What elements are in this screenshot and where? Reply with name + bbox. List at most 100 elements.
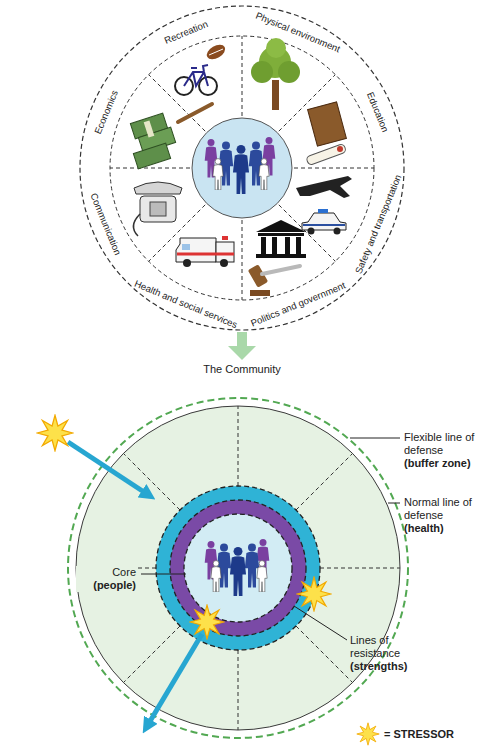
callout-emphasis: (strengths) (350, 660, 432, 673)
ambulance-icon-part (177, 253, 234, 256)
ambulance-icon-part (220, 259, 228, 267)
government-icons-part (261, 237, 266, 254)
ambulance-icon-part (182, 244, 190, 250)
community-model-part (184, 514, 292, 622)
callout-text: Core (76, 566, 138, 579)
people-figures (205, 137, 276, 194)
stressor-swatch-part (357, 723, 379, 745)
recreation-icons (175, 42, 228, 122)
community-model-part-part (238, 406, 239, 486)
subsystem-wheel-part (110, 36, 374, 300)
stressor-arrows (68, 442, 202, 728)
government-icons-part (248, 264, 268, 287)
subsystem-wheel (80, 6, 404, 330)
telephone-icon-part (140, 196, 176, 222)
education-icons-part (306, 143, 347, 165)
community-model (37, 398, 408, 738)
subsystem-wheel-part (192, 118, 292, 218)
transportation-icons-part (318, 209, 328, 213)
subsystem-label: Safety and transportation (352, 173, 403, 275)
government-icons-part (256, 220, 306, 232)
core-people-part (211, 561, 221, 592)
government-icons-part (272, 237, 277, 254)
subsystem-wheel-part (80, 6, 404, 330)
stressor-arrows-part (146, 634, 202, 728)
transition-arrow (228, 332, 256, 360)
leader-lines-part (388, 503, 400, 504)
callout-text: Flexible line of defense (404, 431, 482, 457)
government-icons-part (256, 254, 306, 258)
core-people-part (230, 547, 246, 596)
stressor-arrows-part (68, 442, 150, 496)
transportation-icons-part (308, 228, 315, 235)
people-figures-part (213, 159, 223, 190)
subsystem-label: Communication (88, 192, 123, 257)
transportation-icons-part (302, 213, 346, 230)
community-model-part (76, 406, 400, 730)
callout-text: Lines of resistance (350, 634, 432, 660)
core-people (205, 539, 270, 596)
leader-lines (141, 438, 400, 640)
recreation-icons-part (204, 42, 227, 62)
core-people-part (245, 543, 259, 587)
recreation-icons-part (178, 104, 212, 122)
subsystem-label: Education (365, 90, 391, 133)
government-icons-part (250, 290, 270, 296)
telephone-icon-part (134, 182, 182, 194)
subsystem-label: Recreation (162, 18, 209, 46)
community-model-part (76, 406, 400, 730)
stressor-swatch (356, 722, 380, 746)
community-model-part (170, 500, 306, 636)
stressor-star (297, 577, 331, 611)
ambulance-icon-part (176, 238, 216, 262)
people-figures-part (233, 145, 249, 194)
telephone-icon-part (150, 202, 166, 216)
money-icon-part (133, 143, 170, 169)
tree-icon-part (251, 61, 273, 83)
transition-arrow-part (237, 332, 247, 348)
community-model-part (68, 398, 408, 738)
section-heading: The Community (0, 363, 484, 376)
subsystem-wheel-part-part (294, 168, 374, 169)
callout-emphasis: (buffer zone) (404, 457, 482, 470)
community-model-part-part (296, 454, 353, 511)
community-model-part-part (238, 650, 239, 730)
subsystem-wheel-part-part (110, 168, 190, 169)
money-icon (130, 113, 175, 169)
leader-lines-part (350, 438, 400, 439)
government-icons-part (296, 237, 301, 254)
telephone-icon (133, 182, 182, 236)
transportation-icons-part (296, 176, 352, 198)
callout-emphasis: (health) (404, 522, 482, 535)
subsystem-label: Physical environment (254, 10, 342, 55)
government-icons-part (258, 233, 304, 236)
community-model-part (156, 486, 320, 650)
tree-icon-part (278, 61, 300, 83)
government-icons-part (285, 237, 290, 254)
leader-lines-part (141, 574, 186, 575)
subsystem-label: Economics (92, 88, 120, 135)
community-model-part-part (124, 626, 181, 683)
stressor-star (37, 415, 72, 450)
stressor-star (190, 605, 224, 639)
subsystem-wheel-part (110, 36, 374, 300)
government-icons (248, 220, 306, 296)
transportation-icons (296, 176, 352, 235)
ambulance-icon-part (183, 259, 191, 267)
subsystem-label: Politics and government (249, 279, 347, 328)
ambulance-icon-part (216, 242, 234, 262)
transportation-icons-part (303, 224, 345, 226)
leader-lines-part (294, 606, 347, 640)
tree-icon-part (272, 80, 279, 110)
tree-icon-part (266, 38, 286, 58)
government-icons-part (262, 266, 300, 274)
money-icon-part (144, 120, 155, 137)
subsystem-wheel-part-part (242, 36, 243, 116)
ambulance-icon-part (222, 236, 228, 240)
transition-arrow-part (228, 346, 256, 360)
transportation-icons-part (334, 228, 341, 235)
education-icons-part (308, 102, 347, 146)
community-model-part-part (320, 568, 400, 569)
callout-emphasis: (people) (76, 579, 138, 592)
